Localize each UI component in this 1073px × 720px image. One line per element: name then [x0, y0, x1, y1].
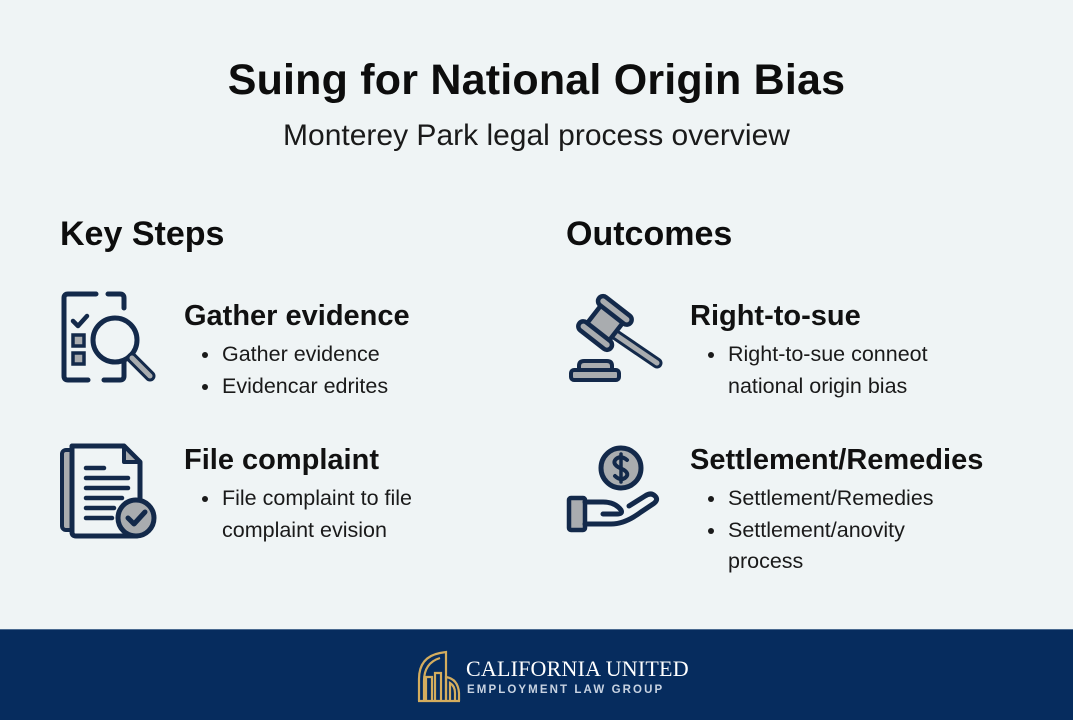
document-check-icon [60, 443, 157, 539]
bullet-item: Right-to-sue conneot [706, 339, 928, 371]
bullet-item-continuation: process [728, 549, 804, 573]
step-title: Gather evidence [184, 300, 410, 332]
building-arch-logo-icon [417, 650, 461, 703]
section-heading-key-steps: Key Steps [60, 215, 225, 253]
brand-subtitle: EMPLOYMENT LAW GROUP [467, 684, 665, 696]
bullet-item-continuation: national origin bias [728, 373, 908, 398]
bullet-item: Settlement/Remedies [706, 483, 934, 515]
step-bullets: Gather evidence Evidencar edrites [200, 339, 388, 402]
checklist-magnifier-icon [61, 291, 156, 383]
outcome-bullets: Right-to-sue conneot national origin bia… [706, 339, 928, 402]
bullet-item: File complaint to file [200, 483, 412, 515]
brand-name: CALIFORNIA UNITED [466, 656, 689, 681]
page-title: Suing for National Origin Bias [227, 56, 846, 104]
hand-dollar-icon [566, 445, 660, 533]
step-title: File complaint [184, 444, 379, 476]
bullet-item: Evidencar edrites [200, 371, 388, 403]
page-subtitle: Monterey Park legal process overview [283, 119, 790, 152]
outcome-title: Settlement/Remedies [690, 444, 984, 476]
bullet-item: Gather evidence [200, 339, 388, 371]
outcome-title: Right-to-sue [690, 300, 861, 332]
gavel-icon [569, 293, 663, 382]
outcome-bullets: Settlement/Remedies Settlement/anovity p… [706, 483, 934, 578]
footer-band: CALIFORNIA UNITED EMPLOYMENT LAW GROUP [0, 629, 1073, 720]
bullet-item-continuation: complaint evision [222, 517, 387, 542]
section-heading-outcomes: Outcomes [566, 215, 733, 253]
step-bullets: File complaint to file complaint evision [200, 483, 412, 546]
bullet-item: Settlement/anovity [706, 515, 934, 547]
